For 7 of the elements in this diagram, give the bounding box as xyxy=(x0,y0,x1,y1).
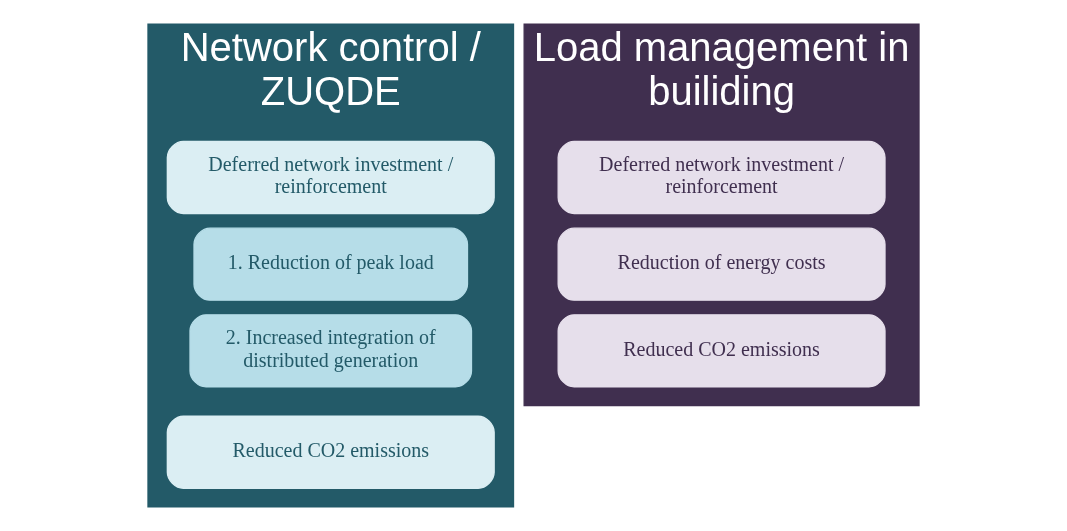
node-box: Reduced CO2 emissions xyxy=(166,415,495,489)
node-box: Reduction of energy costs xyxy=(557,227,886,301)
node-box: Reduced CO2 emissions xyxy=(557,314,886,388)
node-box: Deferred network investment / reinforcement xyxy=(166,140,495,215)
node-box: Deferred network investment / reinforcement xyxy=(557,140,886,215)
node-box: 2. Increased integration of distributed generation xyxy=(189,314,473,388)
node-box: 1. Reduction of peak load xyxy=(193,227,469,301)
